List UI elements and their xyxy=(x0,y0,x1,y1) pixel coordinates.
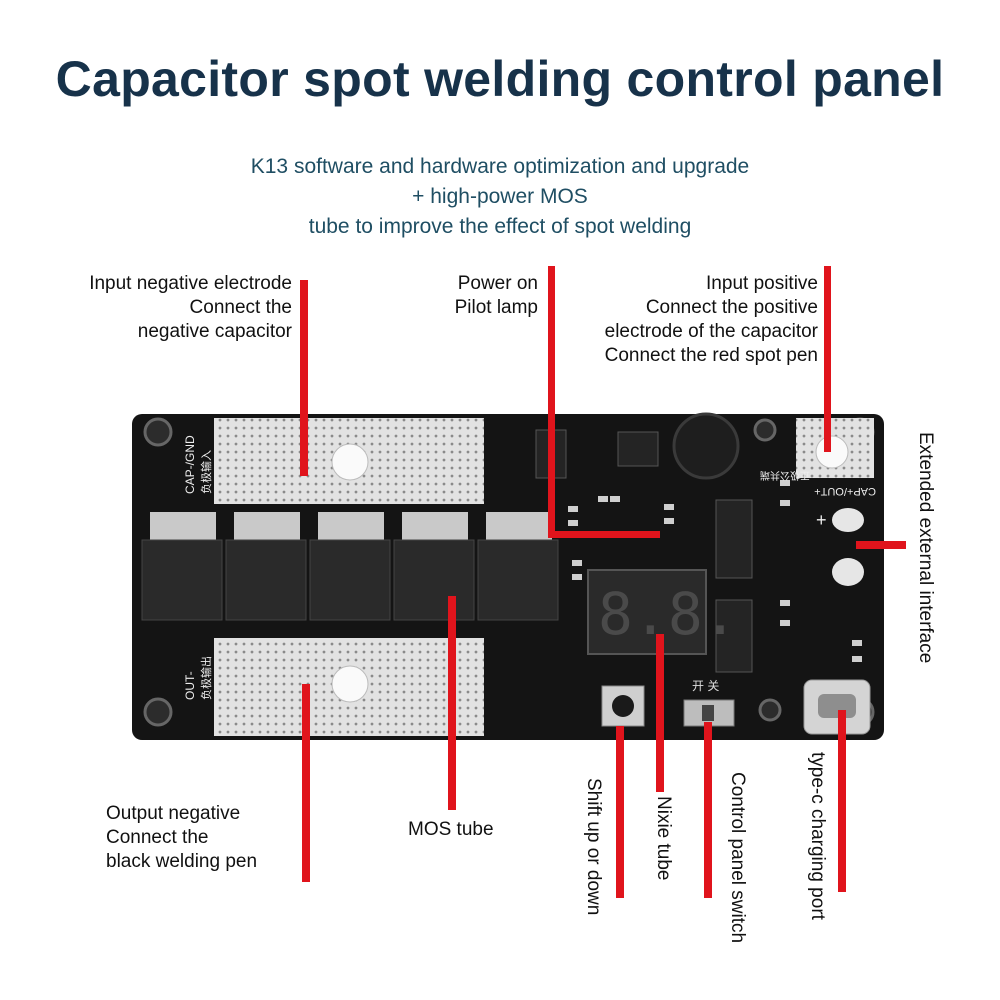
ic-chip xyxy=(617,431,659,467)
subtitle-line-1: K13 software and hardware optimization a… xyxy=(250,155,750,208)
callout-line-switch xyxy=(704,722,712,898)
ic-chip xyxy=(715,499,753,579)
callout-text: negative capacitor xyxy=(137,321,292,342)
callout-line-output-negative xyxy=(302,684,310,882)
silk-cap-out-pos-cn: 正极公共端 xyxy=(760,469,810,482)
mos-tube xyxy=(225,512,307,621)
silk-cap-gnd-cn: 负极输入 xyxy=(199,450,213,494)
callout-line-nixie xyxy=(656,634,664,792)
callout-line-input-positive xyxy=(824,266,831,452)
callout-line-input-negative xyxy=(300,280,308,476)
callout-text: Power on xyxy=(457,273,538,294)
shift-button-cap xyxy=(612,695,634,717)
page-subtitle: K13 software and hardware optimization a… xyxy=(250,152,750,242)
callout-typec: type-c charging port xyxy=(807,752,828,920)
callout-nixie: Nixie tube xyxy=(653,796,674,881)
silk-out-neg: OUT- xyxy=(183,671,197,700)
callout-shift: Shift up or down xyxy=(583,778,604,916)
callout-text: Connect the red spot pen xyxy=(604,345,818,366)
callout-text: Input negative electrode xyxy=(89,273,292,294)
callout-line-extended xyxy=(856,541,906,549)
mos-tube xyxy=(309,512,391,621)
silk-cap-gnd: CAP-/GND xyxy=(183,435,197,494)
callout-switch: Control panel switch xyxy=(727,772,748,944)
callout-extended-interface: Extended external interface xyxy=(915,432,936,664)
callout-text: Input positive xyxy=(706,273,818,294)
switch-label: 开 关 xyxy=(692,679,719,693)
ic-chip xyxy=(715,599,753,673)
mounting-hole xyxy=(758,698,782,722)
mounting-hole xyxy=(143,697,173,727)
silk-out-neg-cn: 负极输出 xyxy=(199,656,213,700)
callout-text: black welding pen xyxy=(106,851,258,872)
callout-line-typec xyxy=(838,710,846,892)
page-title: Capacitor spot welding control panel xyxy=(55,51,945,107)
callout-text: Connect the xyxy=(106,827,209,848)
callout-text: Pilot lamp xyxy=(454,297,538,318)
smd-components xyxy=(568,480,862,662)
callout-text: MOS tube xyxy=(408,819,494,840)
callout-input-negative: Input negative electrode Connect the neg… xyxy=(40,272,292,344)
subtitle-line-2: tube to improve the effect of spot weldi… xyxy=(308,215,692,238)
pad-hole xyxy=(331,665,369,703)
mos-tube xyxy=(477,512,559,621)
nixie-digits: 8.8. xyxy=(598,580,738,648)
control-switch-knob xyxy=(702,705,714,721)
callout-mos-tube: MOS tube xyxy=(408,818,494,842)
callout-output-negative: Output negative Connect the black weldin… xyxy=(106,802,257,874)
callout-text: electrode of the capacitor xyxy=(604,321,818,342)
interface-pad xyxy=(832,558,864,586)
callout-line-power-on-h xyxy=(548,531,660,538)
callout-line-power-on xyxy=(548,266,555,538)
plus-sign: + xyxy=(816,510,827,530)
interface-pad xyxy=(832,508,864,532)
callout-line-shift xyxy=(616,726,624,898)
nixie-tube-display xyxy=(587,569,707,655)
mos-tube-row xyxy=(141,512,559,621)
pad-hole xyxy=(815,435,849,469)
callout-text: Connect the positive xyxy=(645,297,818,318)
pad-hole xyxy=(331,443,369,481)
mos-tube xyxy=(141,512,223,621)
silk-cap-out-pos: CAP+/OUT+ xyxy=(814,485,876,497)
callout-text: Connect the xyxy=(189,297,292,318)
callout-line-mos xyxy=(448,596,456,810)
callout-power-on: Power on Pilot lamp xyxy=(400,272,538,320)
buzzer xyxy=(672,412,740,480)
callout-text: Output negative xyxy=(106,803,241,824)
mounting-hole xyxy=(753,418,777,442)
mos-tube xyxy=(393,512,475,621)
mounting-hole xyxy=(143,417,173,447)
callout-input-positive: Input positive Connect the positive elec… xyxy=(548,272,818,368)
